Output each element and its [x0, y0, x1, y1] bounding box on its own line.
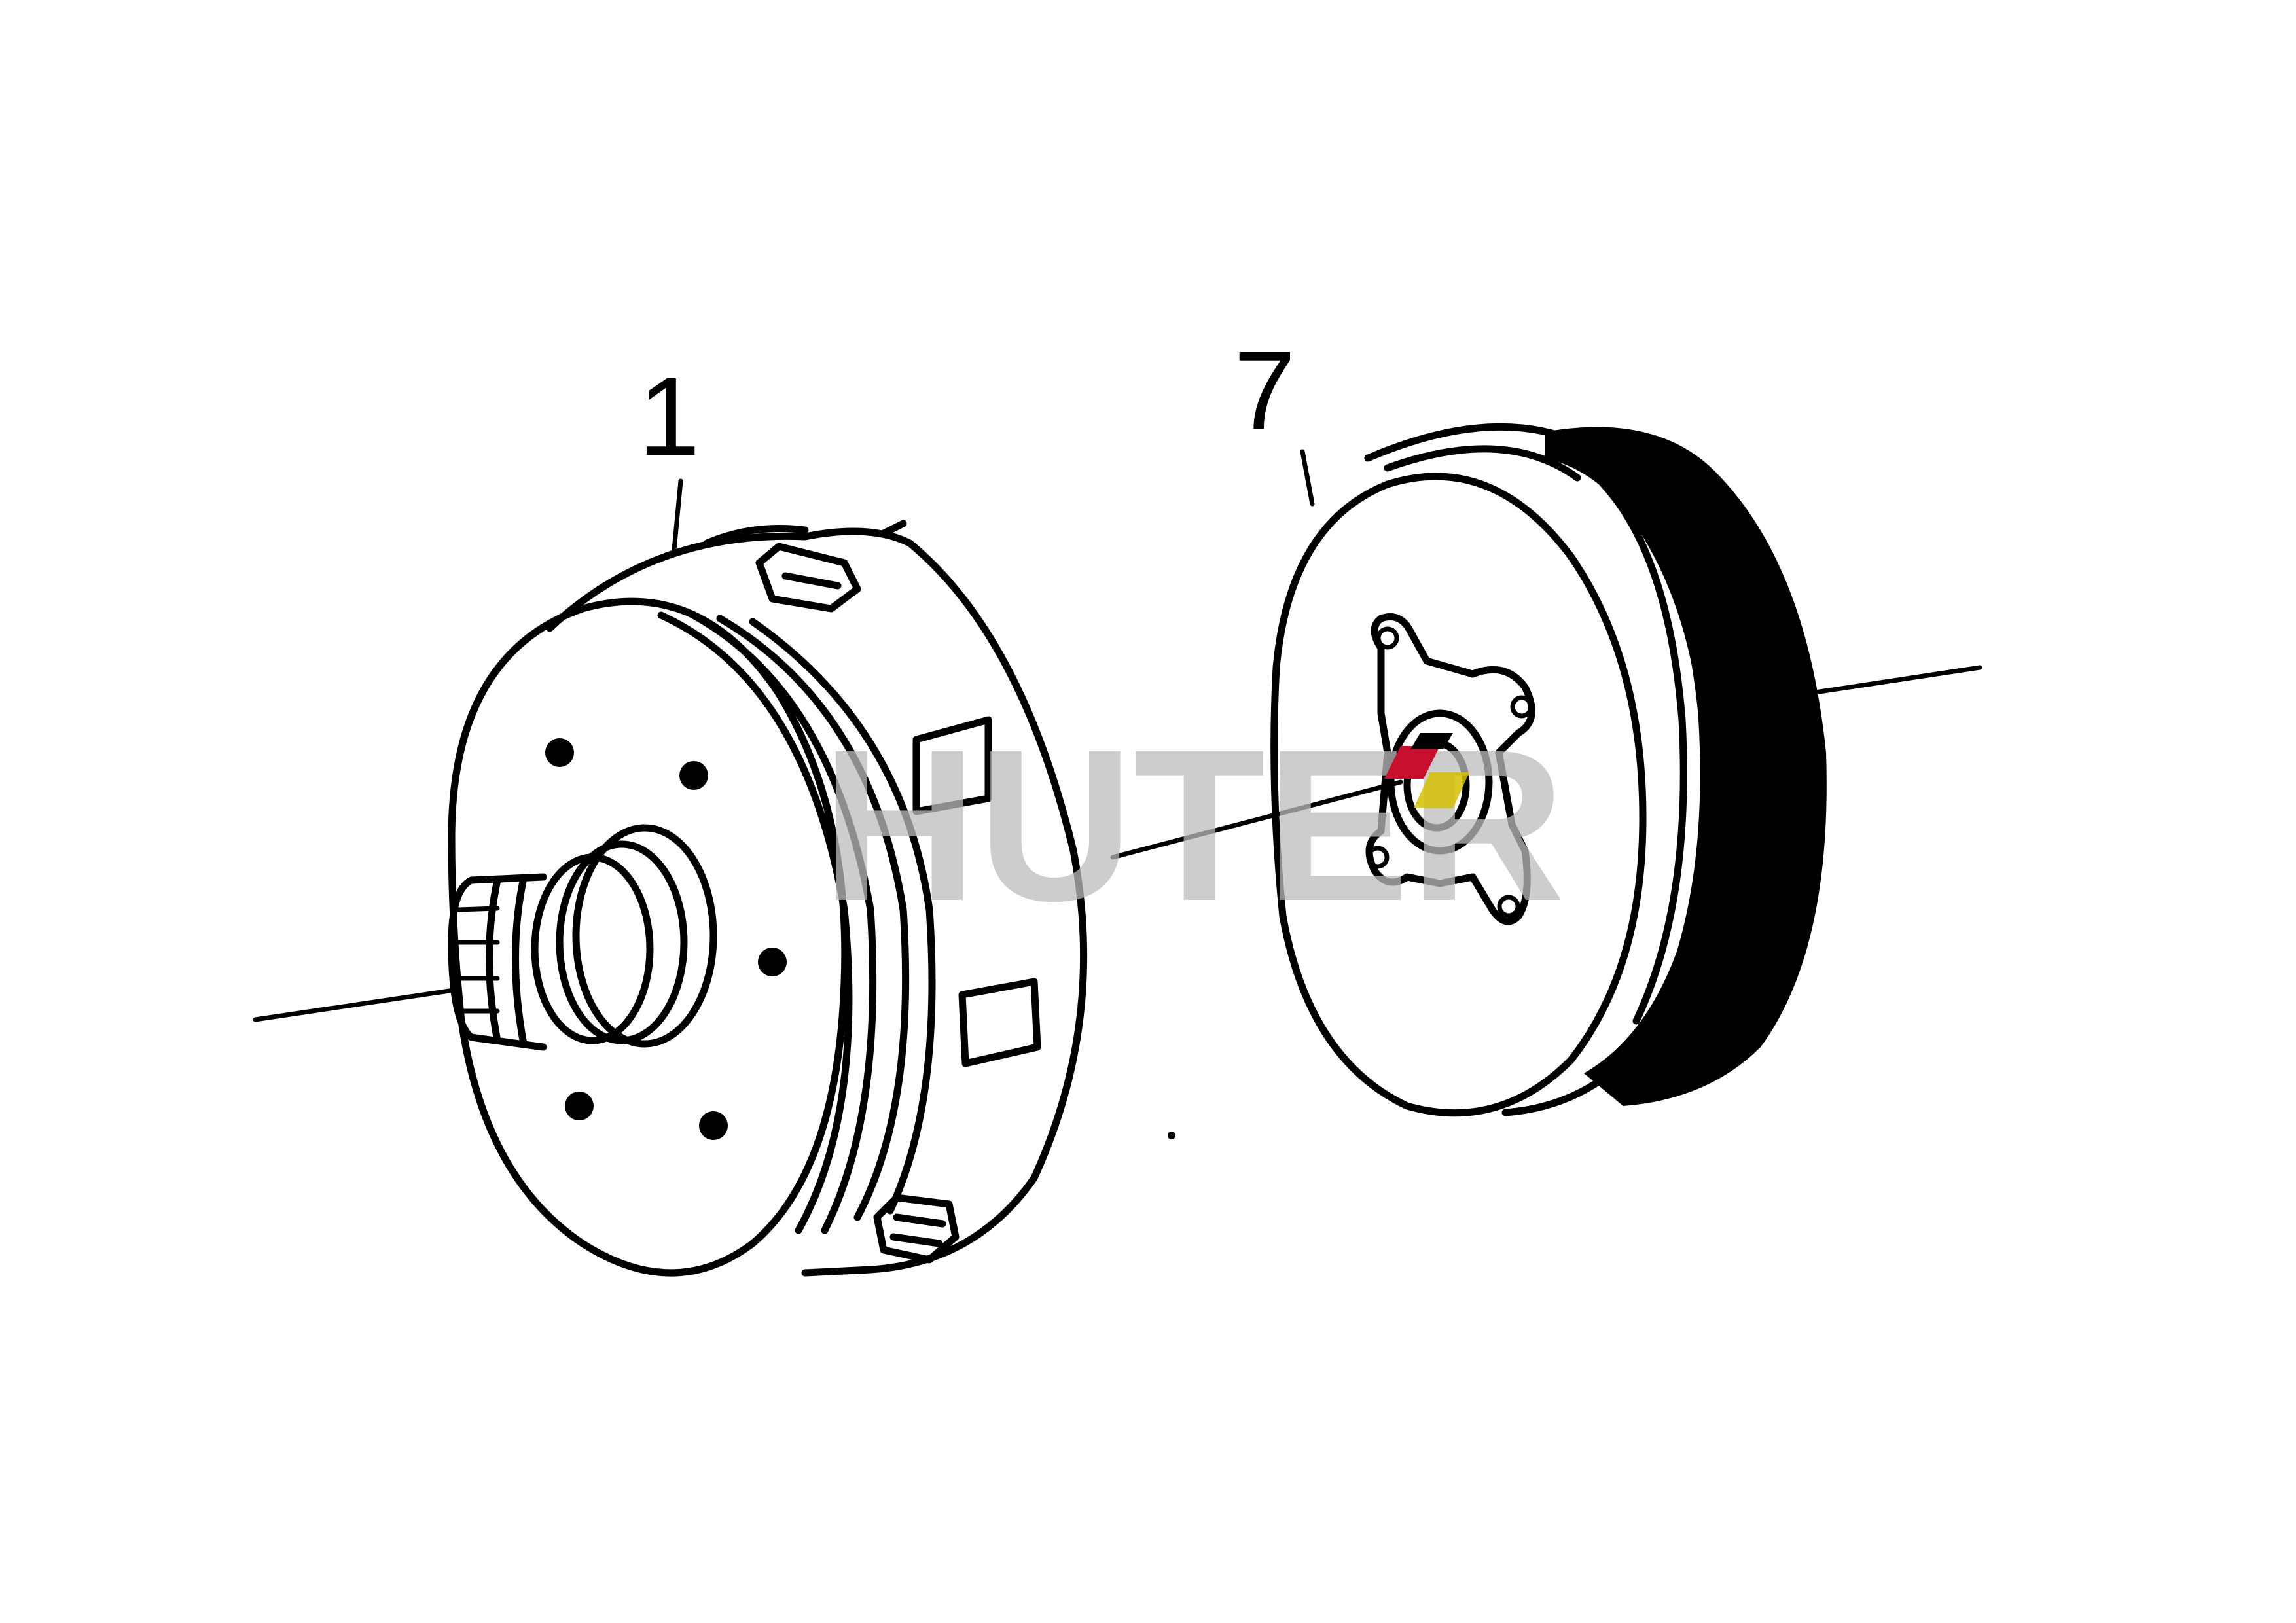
callout-leader-1	[672, 478, 683, 552]
callout-leader-7	[1300, 449, 1315, 507]
watermark-text: HUTER	[821, 704, 1566, 946]
watermark-logo-icon	[1384, 733, 1469, 808]
shaft-axis-right	[1804, 665, 1982, 696]
callout-label-1: 1	[638, 355, 700, 479]
shaft-axis-left	[253, 987, 461, 1022]
callout-label-7: 7	[1234, 329, 1296, 453]
part-1-drive-drum	[448, 520, 1088, 1277]
speck	[1168, 1132, 1175, 1139]
part-7-clutch-drum	[1270, 423, 1827, 1117]
shaft-axis-center	[1110, 779, 1403, 860]
watermark: HUTER	[821, 704, 1566, 946]
